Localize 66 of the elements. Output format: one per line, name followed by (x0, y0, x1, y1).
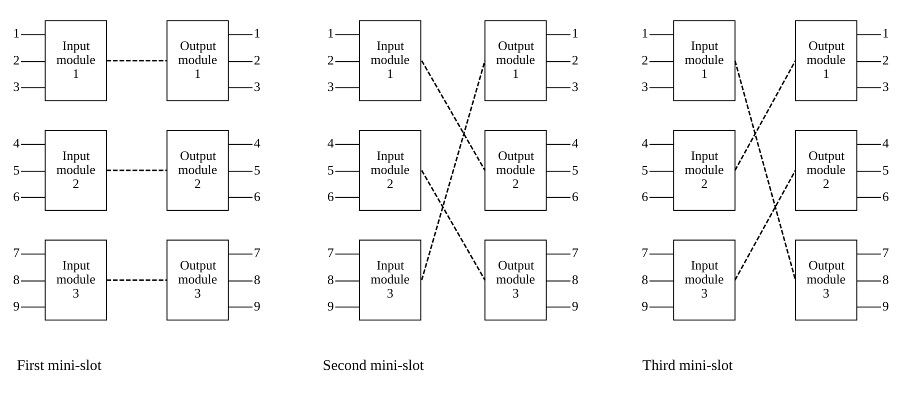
node-label: 5 (642, 162, 648, 178)
node-label: 7 (254, 245, 260, 260)
node-label: 8 (642, 272, 648, 287)
node-label: 6 (882, 188, 889, 204)
node-label: 8 (327, 272, 334, 287)
node-label: 7 (13, 245, 20, 260)
node-label: 5 (13, 162, 20, 178)
node-label: 2 (642, 52, 648, 68)
node-label: 9 (327, 298, 334, 314)
connector (106, 279, 167, 281)
node-label: 7 (642, 245, 648, 260)
node-label: 4 (254, 135, 260, 150)
node-label: 6 (13, 188, 20, 204)
connector (421, 60, 486, 280)
connector (734, 60, 796, 171)
node-label: 9 (882, 298, 889, 314)
node-label: 5 (572, 162, 578, 178)
connector (421, 170, 486, 280)
node-label: 1 (327, 26, 334, 41)
node-label: 7 (327, 245, 334, 260)
node-label: 9 (572, 298, 578, 314)
label: Third mini-slot (642, 358, 733, 374)
node-label: 1 (254, 26, 260, 41)
node-label: 9 (254, 298, 260, 314)
node-label: 2 (572, 52, 578, 68)
node-label: 9 (642, 298, 648, 314)
connector (734, 60, 796, 280)
node-label: 3 (254, 79, 260, 94)
node-label: 2 (327, 52, 334, 68)
node-label: 8 (254, 272, 260, 287)
node-label: 6 (327, 188, 334, 204)
label: First mini-slot (16, 358, 102, 374)
node-label: 5 (327, 162, 334, 178)
node-label: 9 (13, 298, 20, 314)
connector (106, 170, 167, 172)
node-label: 2 (254, 52, 260, 68)
node-label: 3 (642, 79, 648, 94)
node-label: 2 (882, 52, 889, 68)
node-label: 6 (572, 188, 578, 204)
node-label: 4 (882, 135, 889, 150)
node-label: 8 (13, 272, 20, 287)
node-label: 4 (327, 135, 334, 150)
node-label: 2 (13, 52, 20, 68)
node-label: 5 (254, 162, 260, 178)
node-label: 7 (882, 245, 889, 260)
node-label: 3 (327, 79, 334, 94)
node-label: 8 (882, 272, 889, 287)
node-label: 4 (642, 135, 648, 150)
connector (734, 170, 796, 280)
node-label: 3 (13, 79, 20, 94)
node-label: 5 (882, 162, 889, 178)
node-label: 1 (572, 26, 578, 41)
node-label: 3 (572, 79, 578, 94)
node-label: 4 (13, 135, 20, 150)
node-label: 3 (882, 79, 889, 94)
node-label: 4 (572, 135, 578, 150)
connector (421, 60, 486, 171)
connector (106, 60, 167, 62)
node-label: 1 (13, 26, 20, 41)
node-label: 8 (572, 272, 578, 287)
node-label: 7 (572, 245, 578, 260)
node-label: 1 (882, 26, 889, 41)
label: Second mini-slot (322, 358, 424, 374)
node-label: 6 (642, 188, 648, 204)
node-label: 6 (254, 188, 260, 204)
node-label: 1 (642, 26, 648, 41)
